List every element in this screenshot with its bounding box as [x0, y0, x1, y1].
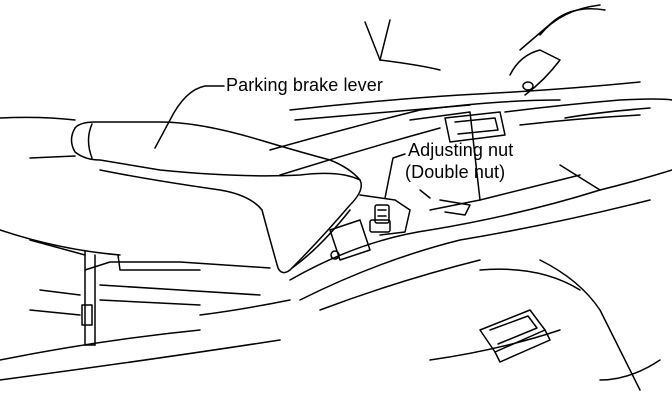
- adjusting-nut: [374, 204, 390, 224]
- leader-parking-brake-lever: [154, 85, 225, 149]
- bolt-hole: [522, 81, 534, 91]
- leader-adjusting-nut: [384, 153, 406, 199]
- adjusting-nut-label: Adjusting nut: [408, 140, 514, 160]
- parking-brake-lever: [70, 121, 362, 274]
- lower-left-structure: [0, 251, 291, 381]
- lower-right-structure: [429, 259, 661, 391]
- double-nut-label: (Double nut): [405, 162, 506, 182]
- center-console: [269, 98, 672, 311]
- leader-lines: [154, 85, 431, 199]
- upper-frame: [289, 4, 641, 121]
- adjusting-nut-assembly: [329, 194, 471, 261]
- left-background-lines: [0, 116, 121, 256]
- parking-brake-lever-label: Parking brake lever: [226, 75, 383, 95]
